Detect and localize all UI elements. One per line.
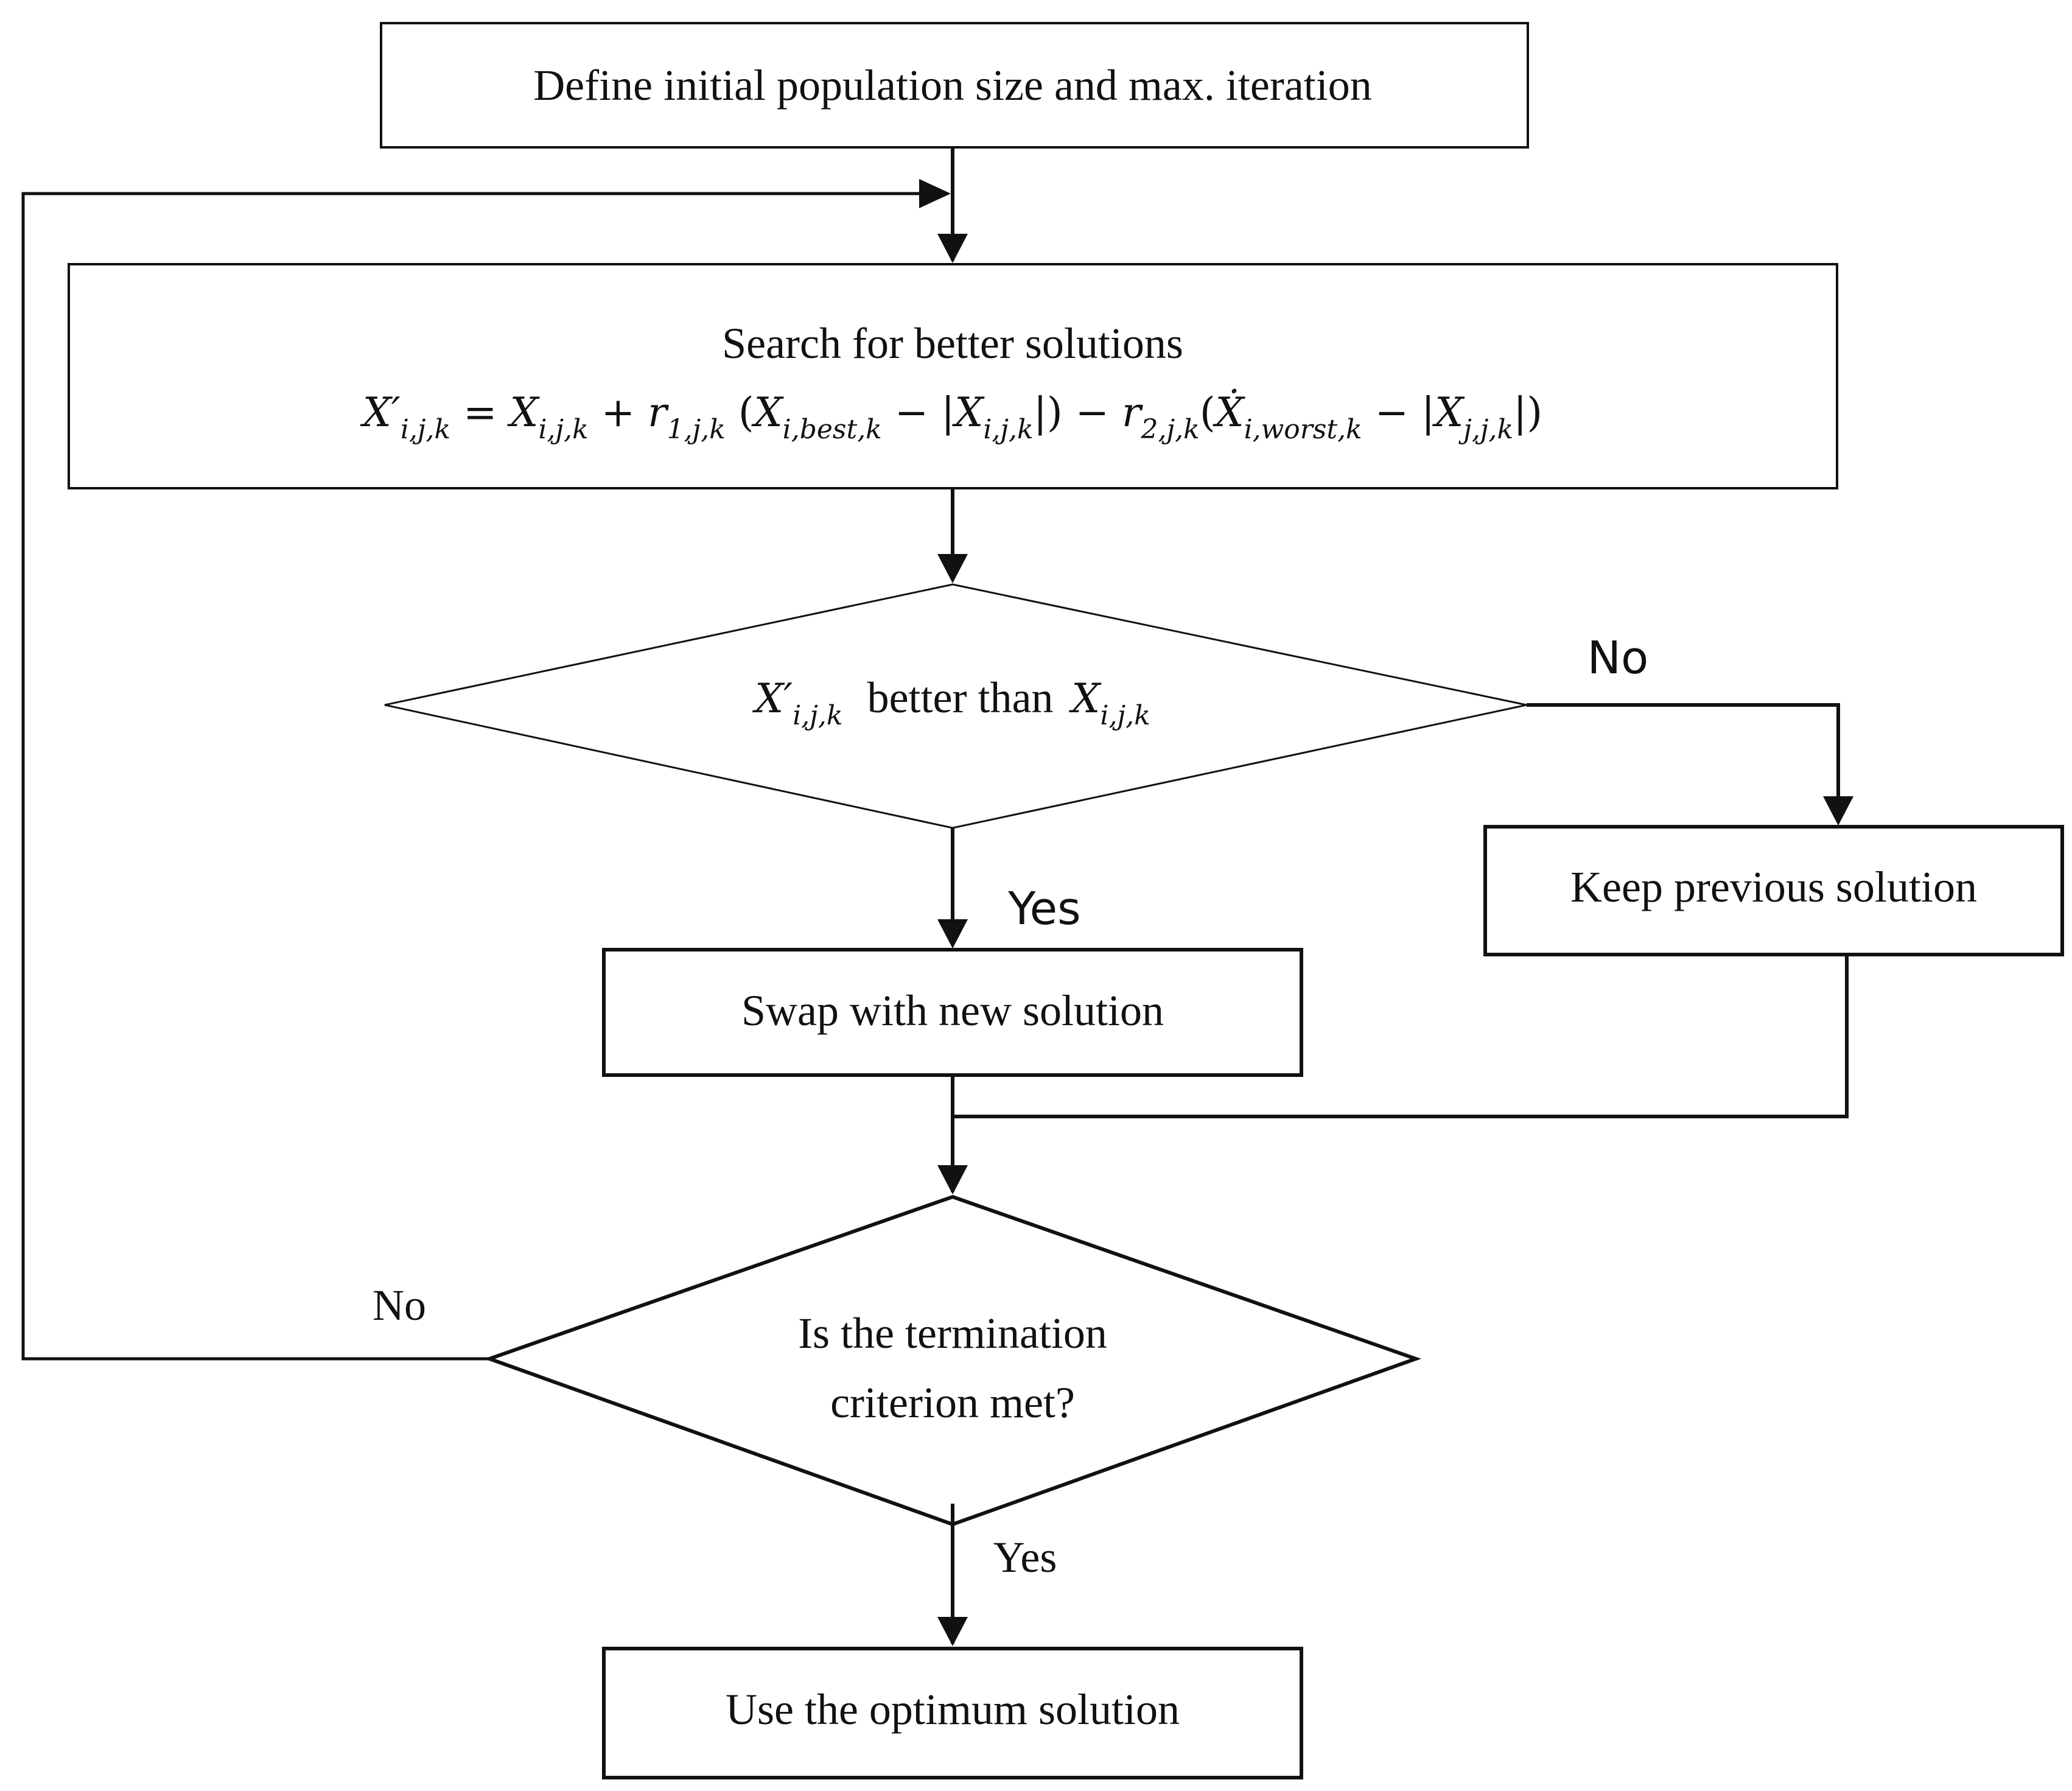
optimum-label: Use the optimum solution [726, 1685, 1180, 1734]
connector-loop-back [21, 192, 925, 1361]
swap-label: Swap with new solution [741, 986, 1164, 1035]
keep-box [1483, 825, 2064, 956]
swap-box [602, 948, 1303, 1077]
define-label: Define initial population size and max. … [533, 61, 1372, 110]
arrowhead-optimum-top [937, 1617, 968, 1646]
arrowhead-swap-top [937, 919, 968, 948]
arrowhead-search-top [937, 234, 968, 263]
label-no-right: No [1587, 632, 1649, 684]
connector-decision-to-keep [1527, 703, 1840, 822]
search-box [68, 263, 1838, 489]
connector-keep-to-merge [953, 955, 1849, 1118]
arrowhead-termination-top [937, 1165, 968, 1194]
keep-label: Keep previous solution [1570, 863, 1977, 911]
label-yes-bottom: Yes [993, 1533, 1057, 1582]
update-formula: X′i,j,k = Xi,j,k + r1,j,k (Xi,best,k − |… [360, 389, 1542, 445]
termination-label-line1: Is the termination [798, 1309, 1107, 1358]
optimum-box [602, 1647, 1303, 1779]
arrowhead-decision-top [937, 554, 968, 583]
search-label: Search for better solutions [722, 319, 1183, 368]
termination-label-line2: criterion met? [830, 1378, 1075, 1427]
define-box [380, 22, 1529, 149]
termination-decision-diamond [483, 1194, 1422, 1527]
label-yes-middle: Yes [1007, 883, 1080, 935]
arrowhead-keep-top [1823, 796, 1853, 825]
arrowhead-loop-back [919, 179, 951, 208]
label-no-left: No [373, 1281, 426, 1330]
